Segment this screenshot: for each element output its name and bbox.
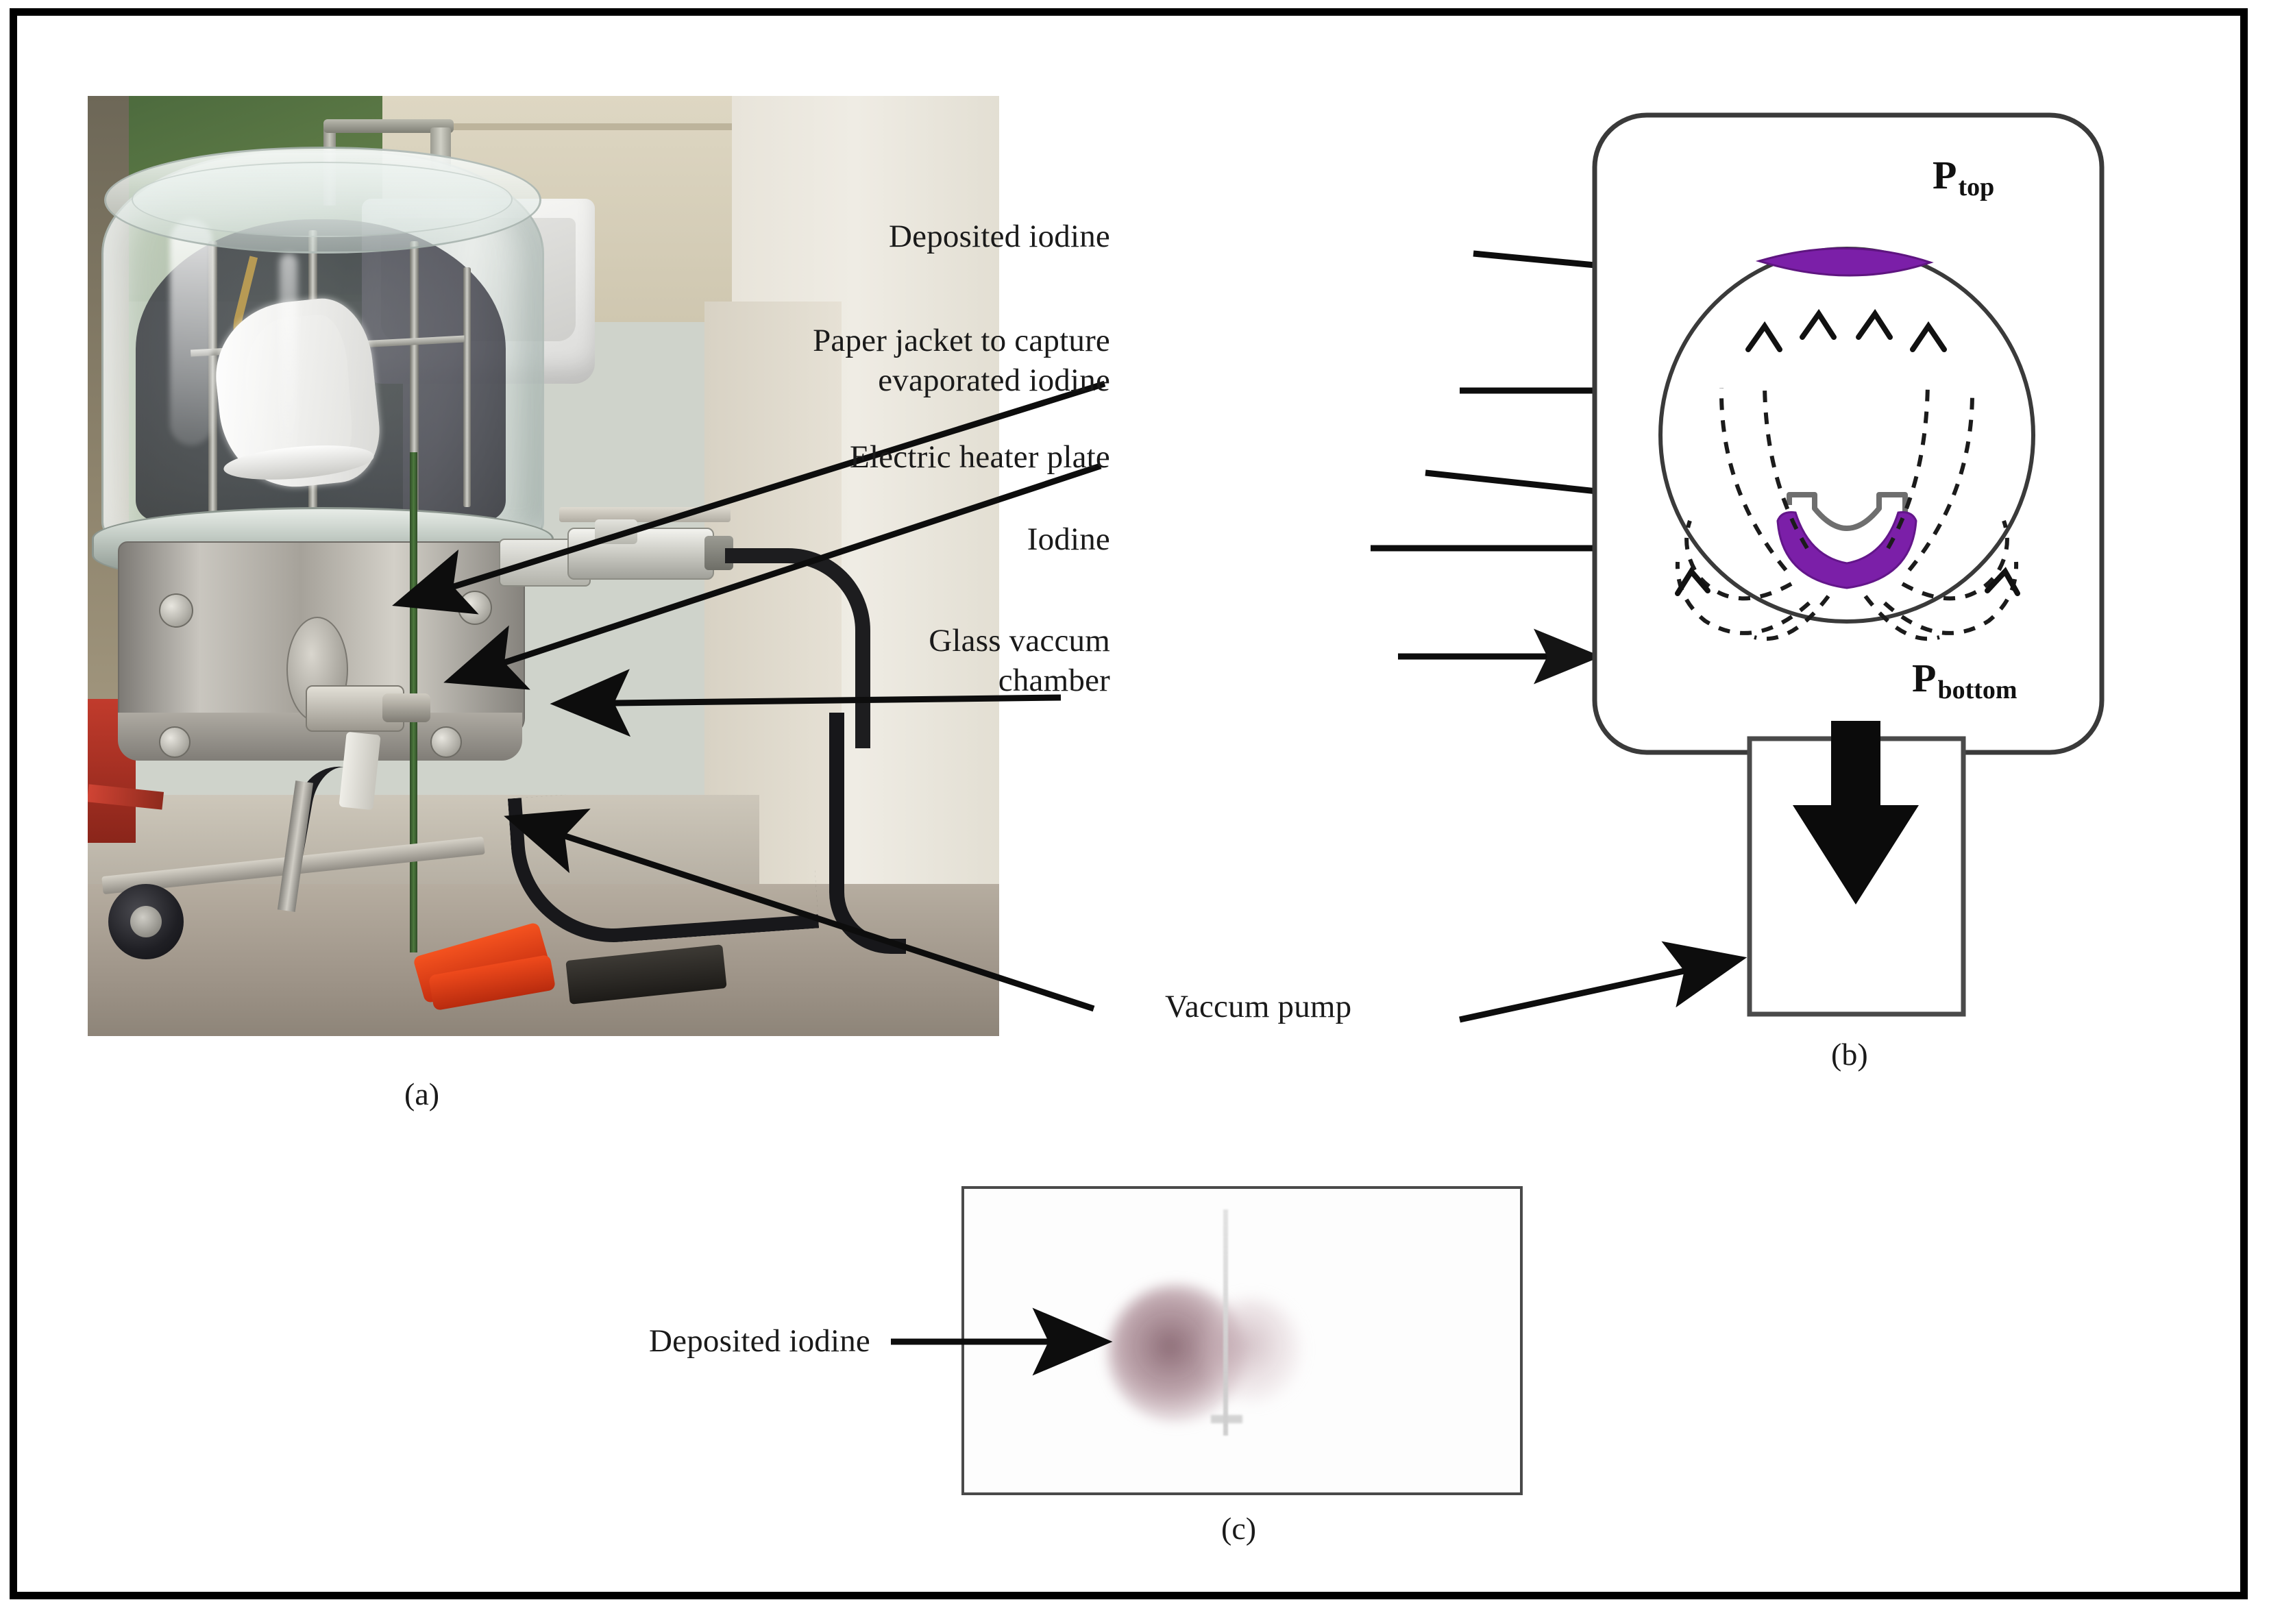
pressure-gauge-collar — [595, 519, 637, 544]
pressure-top-letter: P — [1933, 153, 1957, 197]
flange-bolt — [458, 591, 492, 625]
handwheel-hub — [130, 906, 162, 937]
support-rod-in-jacket — [1223, 1209, 1228, 1436]
tile-grout-line — [382, 123, 739, 130]
pressure-bottom-symbol: Pbottom — [1912, 655, 2017, 704]
label-deposited-iodine-c: Deposited iodine — [649, 1323, 870, 1359]
label-glass-chamber-line1: Glass vaccum — [929, 623, 1110, 659]
bell-jar-top-rim-inner — [132, 162, 513, 237]
pressure-top-symbol: Ptop — [1933, 152, 1995, 201]
pressure-top-subscript: top — [1958, 173, 1995, 201]
caption-panel-b: (b) — [1831, 1037, 1868, 1072]
chamber-valve — [306, 685, 404, 732]
label-electric-heater-plate: Electric heater plate — [850, 439, 1110, 475]
label-paper-jacket-line2: evaporated iodine — [878, 362, 1110, 398]
deposited-iodine-stain-halo — [1204, 1299, 1300, 1401]
support-rod-foot — [1211, 1415, 1242, 1423]
caption-panel-c: (c) — [1221, 1511, 1257, 1546]
flange-bolt — [430, 726, 462, 758]
pressure-bottom-subscript: bottom — [1937, 676, 2017, 704]
label-iodine: Iodine — [1027, 521, 1110, 557]
vacuum-hose — [829, 713, 906, 954]
flange-bolt — [159, 726, 191, 758]
support-rod — [463, 267, 471, 507]
gauge-mount-plate — [559, 507, 731, 522]
glass-highlight — [170, 219, 212, 445]
vacuum-hose — [507, 777, 820, 950]
caption-panel-a: (a) — [404, 1076, 440, 1111]
chamber-valve-knob — [382, 693, 430, 722]
flange-bolt — [159, 593, 193, 628]
label-glass-chamber-line2: chamber — [998, 663, 1110, 698]
label-deposited-iodine-b: Deposited iodine — [889, 219, 1110, 254]
glass-highlight — [280, 254, 297, 459]
label-vaccum-pump: Vaccum pump — [1165, 989, 1352, 1024]
pressure-gauge-body — [567, 528, 714, 580]
label-paper-jacket-line1: Paper jacket to capture — [813, 323, 1110, 358]
panel-c-photograph — [961, 1186, 1523, 1495]
pressure-bottom-letter: P — [1912, 656, 1937, 700]
faucet-pipe-horizontal — [323, 119, 454, 133]
